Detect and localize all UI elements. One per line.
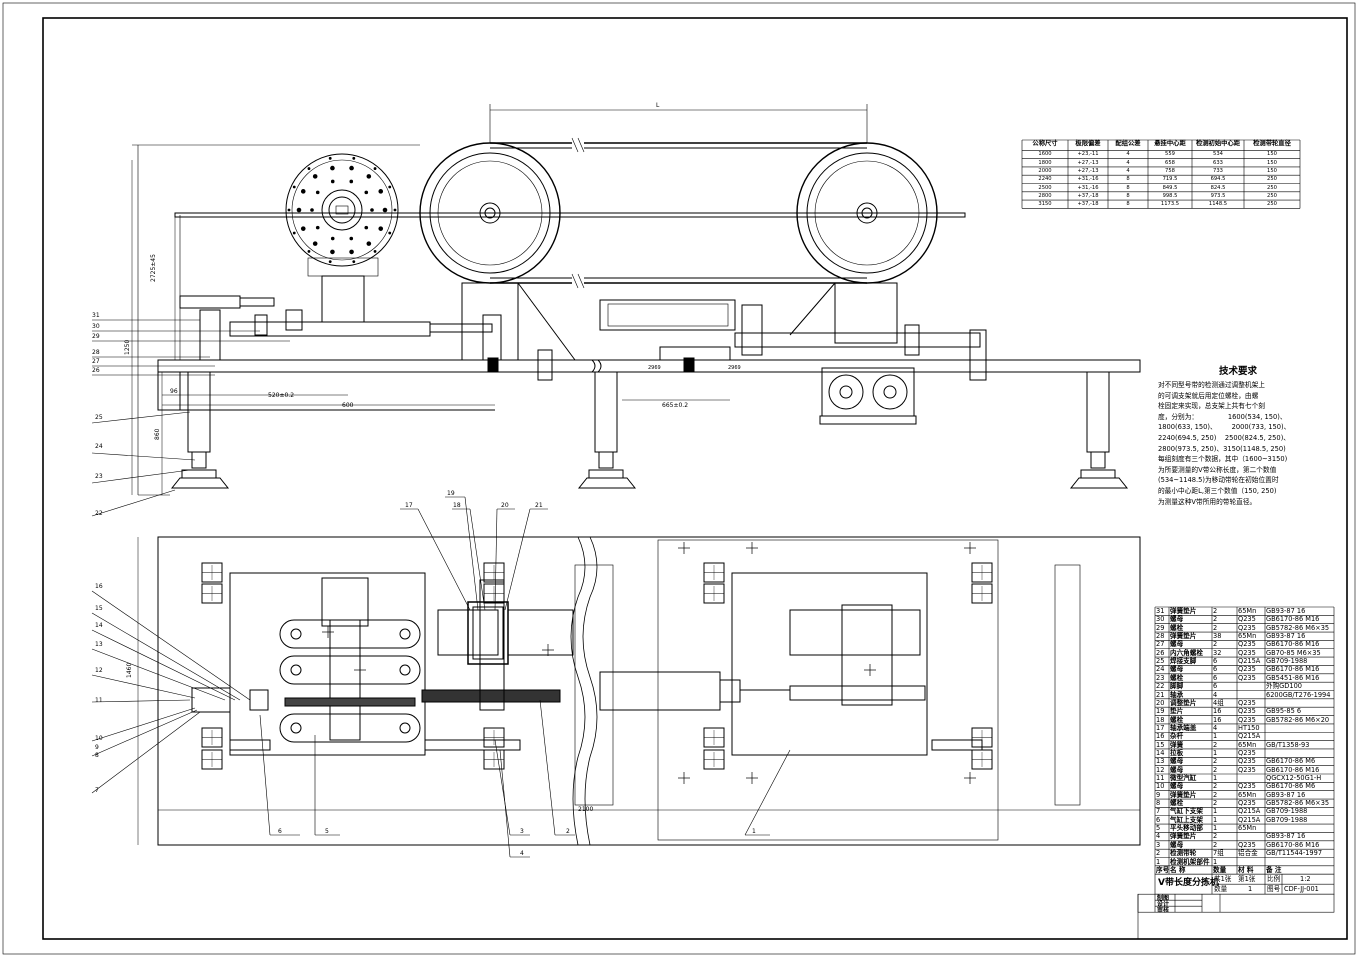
size-table <box>1021 139 1301 209</box>
mounting-holes <box>322 542 976 784</box>
fastener-blocks <box>201 562 993 770</box>
leader-lines <box>91 319 791 858</box>
inner-border <box>42 17 1348 940</box>
top-view <box>137 536 1141 846</box>
legs <box>170 371 1129 489</box>
front-view <box>131 104 1141 496</box>
parts-list <box>1137 606 1335 939</box>
gear-holes <box>287 156 397 264</box>
